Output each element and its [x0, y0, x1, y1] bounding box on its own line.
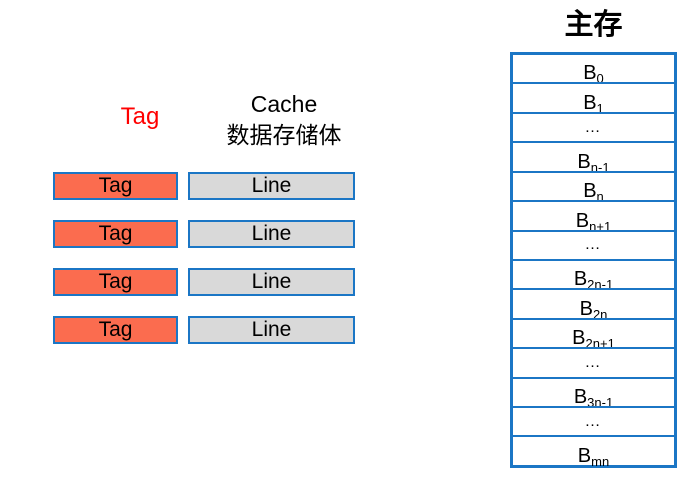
- memory-row: Bn+1: [513, 200, 674, 233]
- memory-row: B2n-1: [513, 258, 674, 293]
- memory-row: B1: [513, 82, 674, 115]
- main-memory-header: 主存: [564, 9, 623, 41]
- memory-row: B3n-1: [513, 376, 674, 411]
- line-cell: Line: [188, 268, 355, 296]
- memory-row: Bn: [513, 170, 674, 205]
- memory-block-label: B2n-1: [573, 268, 614, 293]
- memory-block-label: B0: [583, 62, 604, 87]
- cache-header-line1: Cache: [250, 91, 318, 117]
- memory-row: …: [513, 229, 674, 259]
- memory-row: B2n: [513, 288, 674, 321]
- cache-row: Tag Line: [53, 316, 355, 344]
- ellipsis-label: …: [584, 412, 603, 430]
- memory-row: B2n+1: [513, 317, 674, 352]
- cache-header-line2: 数据存储体: [226, 122, 342, 148]
- line-cell: Line: [188, 172, 355, 200]
- cache-column-header: Cache 数据存储体: [208, 89, 360, 151]
- memory-block-label: Bn: [583, 180, 604, 205]
- memory-block-label: Bn+1: [575, 209, 612, 234]
- cache-row: Tag Line: [53, 220, 355, 248]
- line-cell: Line: [188, 220, 355, 248]
- memory-block-label: Bn-1: [577, 150, 610, 175]
- memory-row: Bmn: [513, 435, 674, 468]
- cache-row: Tag Line: [53, 172, 355, 200]
- tag-cell: Tag: [53, 316, 178, 344]
- ellipsis-label: …: [584, 118, 603, 136]
- ellipsis-label: …: [584, 353, 603, 371]
- tag-cell: Tag: [53, 220, 178, 248]
- tag-column-header: Tag: [120, 103, 160, 130]
- memory-row: …: [513, 111, 674, 141]
- ellipsis-label: …: [584, 236, 603, 254]
- tag-cell: Tag: [53, 268, 178, 296]
- memory-block-label: B2n+1: [572, 327, 615, 352]
- memory-row: Bn-1: [513, 141, 674, 174]
- tag-cell: Tag: [53, 172, 178, 200]
- memory-block-label: B2n: [579, 297, 608, 322]
- line-cell: Line: [188, 316, 355, 344]
- memory-block-label: B1: [583, 91, 604, 116]
- memory-row: …: [513, 347, 674, 376]
- memory-row: B0: [513, 55, 674, 87]
- memory-block-label: Bmn: [577, 444, 610, 469]
- memory-block-label: B3n-1: [573, 386, 614, 411]
- memory-row: …: [513, 406, 674, 435]
- cache-row: Tag Line: [53, 268, 355, 296]
